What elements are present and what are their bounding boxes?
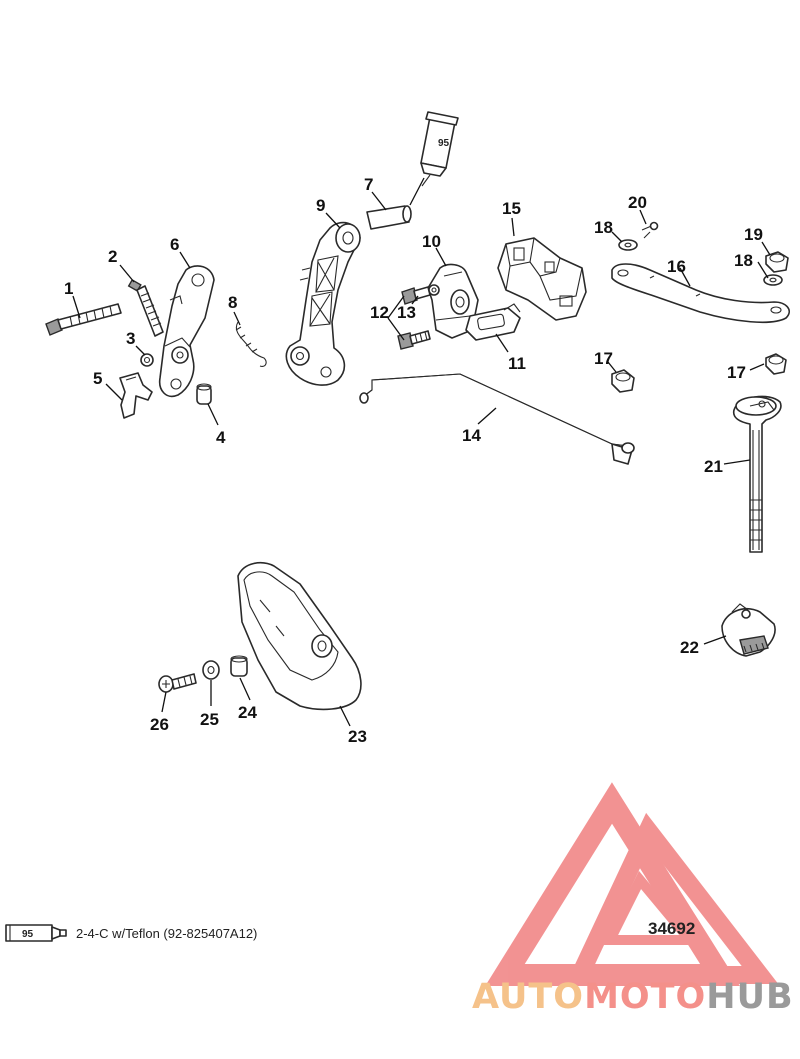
part-25-washer — [202, 660, 220, 680]
legend-tube-code: 95 — [22, 929, 34, 940]
part-17-nut-b — [765, 353, 787, 375]
callout-3: 3 — [126, 329, 135, 348]
brand-auto: AUTO — [472, 977, 584, 1017]
part-12-screw — [397, 330, 431, 350]
callout-8: 8 — [228, 293, 237, 312]
part-13-screw — [401, 284, 440, 305]
part-20-pin — [641, 221, 659, 239]
part-24-bushing — [230, 655, 248, 677]
legend: 95 2-4-C w/Teflon (92-825407A12) — [5, 924, 257, 942]
part-5-clip — [119, 372, 153, 419]
callout-6: 6 — [170, 235, 179, 254]
callout-10: 10 — [422, 232, 441, 251]
part-4-bushing — [196, 383, 212, 405]
brand-wordmark: AUTOMOTOHUB — [472, 977, 794, 1017]
callout-7: 7 — [364, 175, 373, 194]
callout-2: 2 — [108, 247, 117, 266]
leader-lines — [72, 177, 771, 727]
part-19-nut — [765, 251, 789, 273]
part-21-shaft — [732, 395, 782, 553]
part-18-washer-a — [618, 239, 638, 251]
callout-18a: 18 — [594, 218, 613, 237]
part-2-stud — [127, 278, 164, 337]
callout-1: 1 — [64, 279, 73, 298]
part-10-bracket — [427, 263, 479, 339]
callout-4: 4 — [216, 428, 226, 447]
part-26-screw — [158, 673, 197, 693]
tube-label: 95 — [438, 138, 450, 149]
callout-24: 24 — [238, 703, 257, 722]
callout-13: 13 — [397, 303, 416, 322]
legend-description: 2-4-C w/Teflon (92-825407A12) — [76, 926, 257, 941]
callout-26: 26 — [150, 715, 169, 734]
callout-14: 14 — [462, 426, 481, 445]
callout-18b: 18 — [734, 251, 753, 270]
callout-19: 19 — [744, 225, 763, 244]
callout-12: 12 — [370, 303, 389, 322]
callout-17b: 17 — [727, 363, 746, 382]
callout-16: 16 — [667, 257, 686, 276]
part-7-pin — [366, 205, 412, 230]
part-22-cam — [721, 603, 776, 657]
legend-tube-icon: 95 — [5, 924, 67, 942]
part-11-clip-bracket — [465, 303, 521, 341]
brand-hub: HUB — [706, 977, 793, 1017]
figure-number: 34692 — [648, 919, 695, 938]
callout-9: 9 — [316, 196, 325, 215]
part-23-cover — [237, 562, 362, 711]
callout-21: 21 — [704, 457, 723, 476]
sealant-tube-95: 95 — [420, 111, 459, 187]
part-6-lever-bracket — [158, 265, 215, 397]
part-15-block — [497, 237, 587, 321]
brand-moto: MOTO — [584, 977, 706, 1017]
callout-22: 22 — [680, 638, 699, 657]
part-3-nut — [140, 353, 154, 367]
watermark-logo — [485, 782, 779, 986]
callout-25: 25 — [200, 710, 219, 729]
part-17-nut-a — [611, 369, 635, 393]
part-18-washer-b — [763, 274, 783, 286]
callout-labels: 1 2 3 4 5 6 7 8 9 10 11 12 13 14 15 16 1… — [64, 175, 763, 746]
callout-5: 5 — [93, 369, 102, 388]
part-16-link-arm — [611, 263, 790, 324]
callout-23: 23 — [348, 727, 367, 746]
callout-20: 20 — [628, 193, 647, 212]
callout-15: 15 — [502, 199, 521, 218]
callout-17a: 17 — [594, 349, 613, 368]
part-9-lever-arm — [285, 221, 361, 386]
part-14-rod — [359, 373, 635, 465]
part-8-spring — [235, 321, 267, 367]
callout-11: 11 — [508, 354, 526, 373]
part-1-bolt — [45, 303, 122, 336]
